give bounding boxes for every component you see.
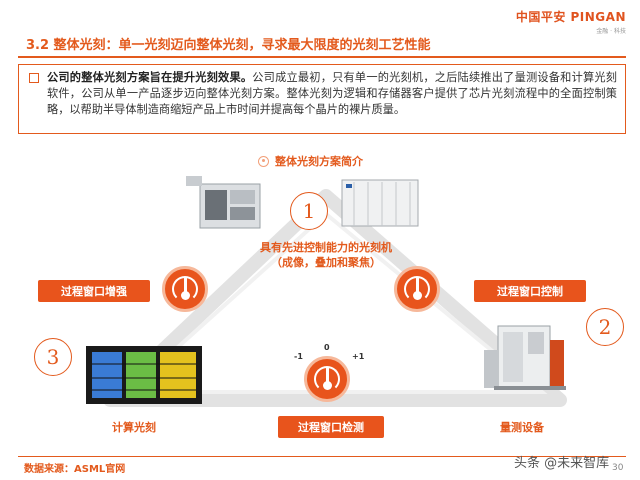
node-number-2: 2 [586, 308, 624, 346]
intro-body: 公司成立最初，只有单一的光刻机，之后陆续推出了量测设备和计算光刻软件，公司从单一… [47, 71, 617, 116]
node2-caption: 量测设备 [500, 421, 544, 434]
metrology-tool-image [484, 325, 566, 390]
node-number-3: 3 [34, 338, 72, 376]
square-bullet-icon [29, 73, 39, 83]
page-title: 3.2 整体光刻：单一光刻迈向整体光刻，寻求最大限度的光刻工艺性能 [26, 38, 431, 53]
lithography-machine-image [186, 176, 419, 229]
logo-text: 中国平安 PINGAN [515, 10, 626, 24]
process-window-control-label: 过程窗口控制 [474, 280, 586, 302]
header: 中国平安 PINGAN 金融 · 科技 3.2 整体光刻：单一光刻迈向整体光刻，… [0, 0, 640, 62]
logo-subtext: 金融 · 科技 [596, 28, 626, 35]
node1-caption-line1: 具有先进控制能力的光刻机 [260, 241, 392, 254]
company-logo: 中国平安 PINGAN 金融 · 科技 [516, 8, 626, 35]
process-window-enhancement-label: 过程窗口增强 [38, 280, 150, 302]
node1-caption: 具有先进控制能力的光刻机 （成像，叠加和聚焦） [226, 240, 426, 270]
computational-lithography-image [86, 346, 202, 404]
gauge-hub [181, 291, 190, 300]
gauge-icon-control [394, 266, 440, 312]
gauge-needle [326, 367, 329, 384]
scale-plus-label: +1 [352, 352, 365, 361]
gauge-needle [184, 277, 187, 294]
gauge-icon-enhancement [162, 266, 208, 312]
title-divider [18, 56, 626, 58]
diagram-subtitle: 整体光刻方案简介 [258, 153, 363, 169]
page-number: 30 [612, 463, 624, 473]
scale-zero-label: 0 [324, 343, 330, 352]
gauge-needle [416, 277, 419, 294]
gauge-icon-detection [304, 356, 350, 402]
gauge-hub [413, 291, 422, 300]
node-number-1: 1 [290, 192, 328, 230]
data-source: 数据来源：ASML官网 [24, 464, 126, 475]
process-window-detection-label: 过程窗口检测 [278, 416, 384, 438]
intro-box: 公司的整体光刻方案旨在提升光刻效果。公司成立最初，只有单一的光刻机，之后陆续推出… [18, 64, 626, 134]
footer-divider [18, 456, 626, 457]
gauge-hub [323, 381, 332, 390]
diagram-subtitle-text: 整体光刻方案简介 [275, 155, 363, 168]
node3-caption: 计算光刻 [112, 421, 156, 434]
intro-lead: 公司的整体光刻方案旨在提升光刻效果。 [47, 71, 253, 84]
node1-caption-line2: （成像，叠加和聚焦） [271, 256, 381, 269]
watermark: 头条 @未来智库 [514, 456, 610, 471]
target-icon [258, 155, 269, 167]
scale-minus-label: -1 [294, 352, 303, 361]
intro-paragraph: 公司的整体光刻方案旨在提升光刻效果。公司成立最初，只有单一的光刻机，之后陆续推出… [47, 70, 617, 118]
